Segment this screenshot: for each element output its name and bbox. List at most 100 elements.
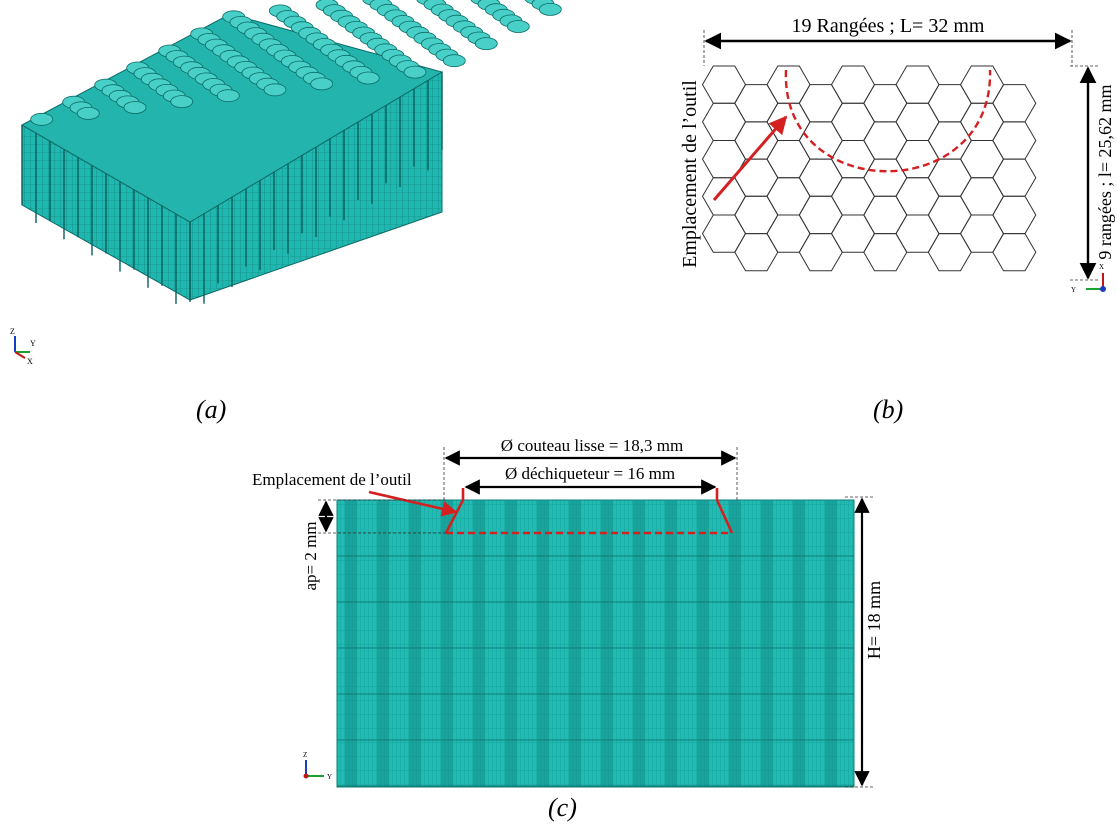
hex-cell	[701, 102, 747, 141]
hex-cell	[734, 84, 779, 123]
hex-cell	[895, 140, 940, 179]
mesh-stripe	[697, 500, 709, 787]
mesh-stripe	[473, 500, 485, 787]
mesh-stripe	[377, 500, 389, 787]
hex-cell	[895, 177, 940, 216]
tool-pointer-arrow-b	[712, 115, 788, 201]
mesh-top-cell	[442, 54, 466, 68]
mesh-stripe	[825, 500, 837, 787]
hex-cell	[734, 195, 779, 235]
axis-triad-b: Y X	[1071, 263, 1106, 294]
hex-cell	[766, 140, 811, 179]
mesh-stripe	[345, 500, 357, 787]
caption-c: (c)	[548, 793, 577, 822]
hex-cell	[992, 158, 1037, 197]
hex-cell	[992, 84, 1037, 123]
hex-cell	[959, 177, 1005, 216]
mesh-top-cell	[216, 89, 240, 103]
mesh-dark-stripes	[337, 500, 854, 787]
axis-triad-a: Z Y X	[10, 327, 36, 366]
axis-triad-c: Z Y	[303, 751, 332, 781]
hex-cell	[798, 195, 843, 235]
hex-cell	[927, 158, 972, 197]
honeycomb-3d-mesh	[20, 0, 562, 304]
hex-cell	[895, 214, 940, 253]
hex-cell	[863, 158, 908, 197]
hex-cell	[766, 214, 811, 253]
hex-cell	[895, 102, 940, 141]
knife-label: Ø couteau lisse = 18,3 mm	[501, 436, 683, 455]
hex-cell	[959, 102, 1005, 141]
honeycomb-hex-grid	[701, 65, 1037, 272]
hex-cell	[798, 84, 843, 123]
hex-cell	[701, 214, 747, 253]
axis-y-label-a: Y	[30, 339, 36, 348]
caption-a: (a)	[196, 395, 226, 424]
tool-label-c: Emplacement de l’outil	[252, 470, 412, 489]
mesh-stripe	[761, 500, 773, 787]
mesh-stripe	[441, 500, 453, 787]
axis-x-label-b: X	[1099, 263, 1104, 271]
mesh-stripe	[409, 500, 421, 787]
mesh-top-cell	[474, 37, 498, 50]
tool-profile-edges	[444, 488, 734, 534]
shredder-label: Ø déchiqueteur = 16 mm	[505, 464, 675, 483]
axis-x-label-a: X	[27, 357, 33, 366]
hex-cell	[863, 84, 908, 123]
hex-cell	[959, 65, 1005, 104]
mesh-top-cell	[76, 107, 100, 120]
tool-pointer-arrow-c	[368, 490, 458, 517]
hex-cell	[927, 233, 972, 272]
mesh-top-cells	[30, 0, 562, 126]
hex-cell	[927, 195, 972, 235]
hex-cell	[830, 214, 876, 253]
axis-z-label-a: Z	[10, 327, 15, 336]
mesh-stripe	[601, 500, 613, 787]
caption-b: (b)	[873, 395, 903, 424]
mesh-stripe	[729, 500, 741, 787]
hex-cell	[895, 65, 940, 104]
hex-cell	[701, 177, 747, 216]
mesh-stripe	[793, 500, 805, 787]
height-label-b: 9 rangées ; l= 25,62 mm	[1095, 84, 1115, 259]
mesh-stripe	[505, 500, 517, 787]
hex-cell	[992, 233, 1037, 272]
width-label-b: 19 Rangées ; L= 32 mm	[792, 15, 985, 37]
hex-cell	[992, 195, 1037, 235]
height-label-c: H= 18 mm	[864, 581, 884, 659]
mesh-top-cell	[310, 77, 334, 91]
hex-cell	[798, 158, 843, 197]
mesh-top-cell	[538, 2, 562, 16]
hex-cell	[863, 195, 908, 235]
hex-cell	[798, 233, 843, 272]
depth-label: ap= 2 mm	[301, 521, 320, 590]
hex-cell	[701, 65, 747, 104]
mesh-side-ridges	[21, 72, 443, 304]
hex-cell	[798, 121, 843, 160]
axis-y-label-b: Y	[1071, 286, 1076, 294]
hex-cell	[766, 177, 811, 216]
axis-y-label-c: Y	[327, 773, 332, 781]
panel-c: Ø couteau lisse = 18,3 mm Ø déchiqueteur…	[252, 436, 884, 822]
hex-cell	[927, 84, 972, 123]
hex-cell	[734, 158, 779, 197]
tool-location-arc	[784, 69, 992, 173]
hex-cell	[734, 233, 779, 272]
hex-cell	[863, 233, 908, 272]
mesh-top-cell	[356, 71, 380, 85]
panel-a: Z Y X (a)	[10, 0, 562, 424]
axis-z-label-c: Z	[303, 751, 307, 759]
mesh-stripe	[537, 500, 549, 787]
mesh-top-cell	[263, 83, 287, 97]
hex-cell	[830, 65, 876, 104]
mesh-stripe	[569, 500, 581, 787]
hex-cell	[863, 121, 908, 160]
hex-cell	[830, 177, 876, 216]
hex-cell	[766, 102, 811, 141]
panel-b: 19 Rangées ; L= 32 mm 9 rangées ; l= 25,…	[679, 15, 1115, 424]
mesh-top-cell	[403, 65, 427, 79]
mesh-top-cell	[170, 95, 194, 108]
mesh-top-cell	[123, 101, 147, 114]
mesh-stripe	[633, 500, 645, 787]
